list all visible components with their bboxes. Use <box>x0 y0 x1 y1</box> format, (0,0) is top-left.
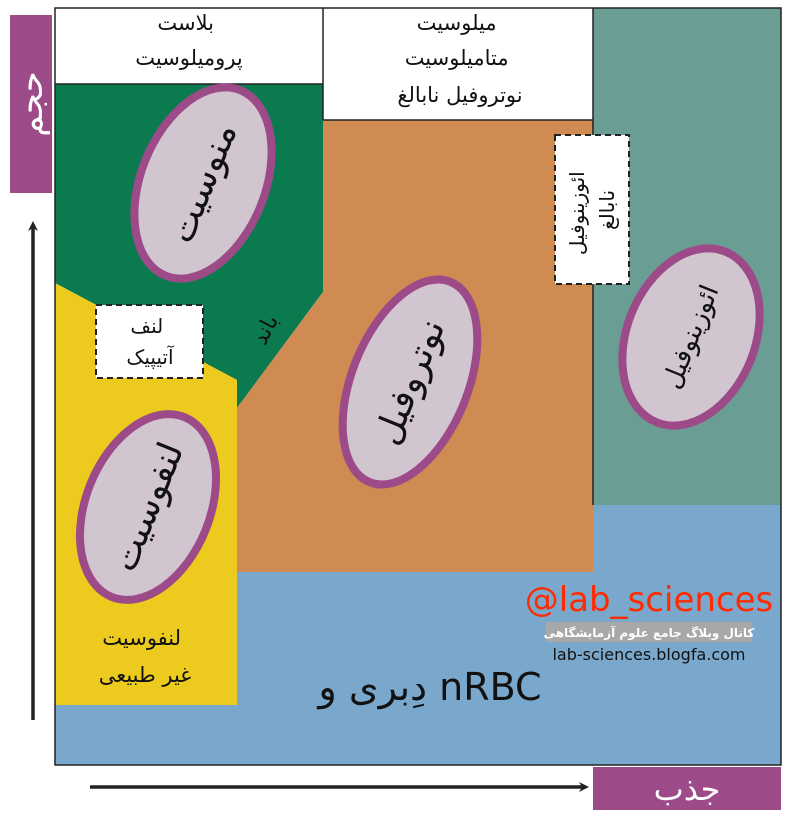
watermark-handle: @lab_sciences <box>525 580 774 620</box>
x-axis-label: جذب <box>654 770 721 808</box>
watermark-url: lab-sciences.blogfa.com <box>552 645 745 664</box>
atypical-lymph-label: لنف آتیپیک <box>126 314 175 370</box>
neutrophil-cell <box>338 275 482 489</box>
watermark-subtitle: کانال وبلاگ جامع علوم آزمایشگاهی <box>544 625 755 641</box>
lymphocyte-cell <box>75 410 221 604</box>
watermark-subtitle-bg <box>546 622 752 642</box>
debris-label: دِبری و nRBC <box>316 665 541 710</box>
blast-label: بلاست پرومیلوسیت <box>135 11 243 70</box>
region-blast <box>55 8 323 84</box>
x-axis-label-box <box>593 767 781 810</box>
region-myelocyte <box>323 8 593 120</box>
immature-eos-label: ائوزینوفیل نابالغ <box>565 165 619 255</box>
y-axis-label: حجم <box>11 71 51 137</box>
y-axis-label-box <box>10 15 52 193</box>
immature-eos-box <box>554 134 630 285</box>
eosinophil-cell <box>618 244 764 430</box>
abnormal-lymph-label: لنفوسیت غیر طبیعی <box>99 626 192 687</box>
atypical-lymph-box <box>95 304 204 379</box>
monocyte-cell <box>130 83 276 283</box>
region-debris <box>55 505 781 765</box>
myelocyte-label: میلوسیت متامیلوسیت نوتروفیل نابالغ <box>397 11 522 107</box>
